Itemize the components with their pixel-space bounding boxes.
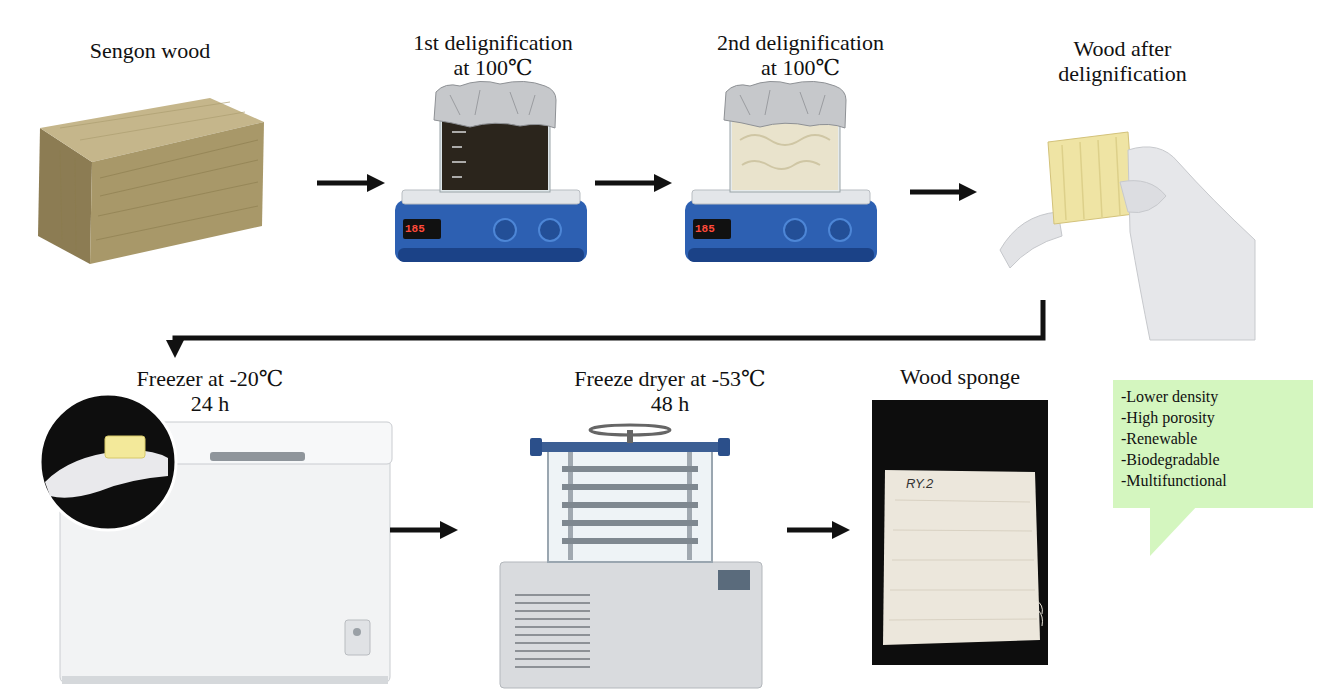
- flow-arrow: [595, 181, 654, 186]
- hotplate-beaker: [395, 81, 587, 262]
- step-caption: 24 h: [110, 391, 310, 416]
- feature-item: -Renewable: [1121, 428, 1305, 449]
- feature-item: -Multifunctional: [1121, 470, 1305, 491]
- step-caption: Wood sponge: [865, 364, 1055, 389]
- feature-item: -Biodegradable: [1121, 449, 1305, 470]
- process-step: Sengon wood: [30, 35, 272, 270]
- process-step: 1st delignification at 100℃: [385, 28, 595, 273]
- delignified-wood-photo: [1000, 132, 1255, 340]
- callout-tail: [1150, 505, 1198, 556]
- sample-marking: RY.2: [906, 476, 933, 491]
- hotplate-beaker: [685, 81, 877, 262]
- flow-arrow: [175, 300, 1043, 340]
- display-reading: 185: [695, 222, 715, 236]
- freeze-dryer: [500, 425, 762, 688]
- display-reading: 185: [405, 222, 425, 236]
- process-step: Wood sponge: [865, 360, 1057, 670]
- flow-arrow: [317, 181, 367, 186]
- step-caption: 48 h: [555, 391, 785, 416]
- step-caption: 2nd delignification at 100℃: [713, 30, 889, 80]
- chest-freezer: [40, 394, 392, 684]
- flow-arrow: [390, 528, 440, 533]
- wood-block: [38, 98, 264, 264]
- process-step: Wood after delignification: [985, 30, 1260, 300]
- wood-sponge-photo: [872, 400, 1048, 665]
- feature-callout: -Lower density-High porosity-Renewable-B…: [1113, 380, 1313, 508]
- process-step: 2nd delignification at 100℃: [685, 28, 910, 273]
- flow-arrow: [787, 528, 832, 533]
- step-caption: 1st delignification at 100℃: [405, 30, 581, 80]
- process-step: Freezer at -20℃24 h: [30, 358, 390, 688]
- step-caption: Wood after delignification: [1048, 36, 1198, 86]
- process-step: Freeze dryer at -53℃48 h: [490, 358, 787, 688]
- step-caption: Freezer at -20℃: [110, 366, 310, 391]
- feature-item: -Lower density: [1121, 386, 1305, 407]
- feature-item: -High porosity: [1121, 407, 1305, 428]
- step-caption: Sengon wood: [30, 38, 270, 63]
- flow-arrow: [910, 190, 959, 195]
- step-caption: Freeze dryer at -53℃: [555, 366, 785, 391]
